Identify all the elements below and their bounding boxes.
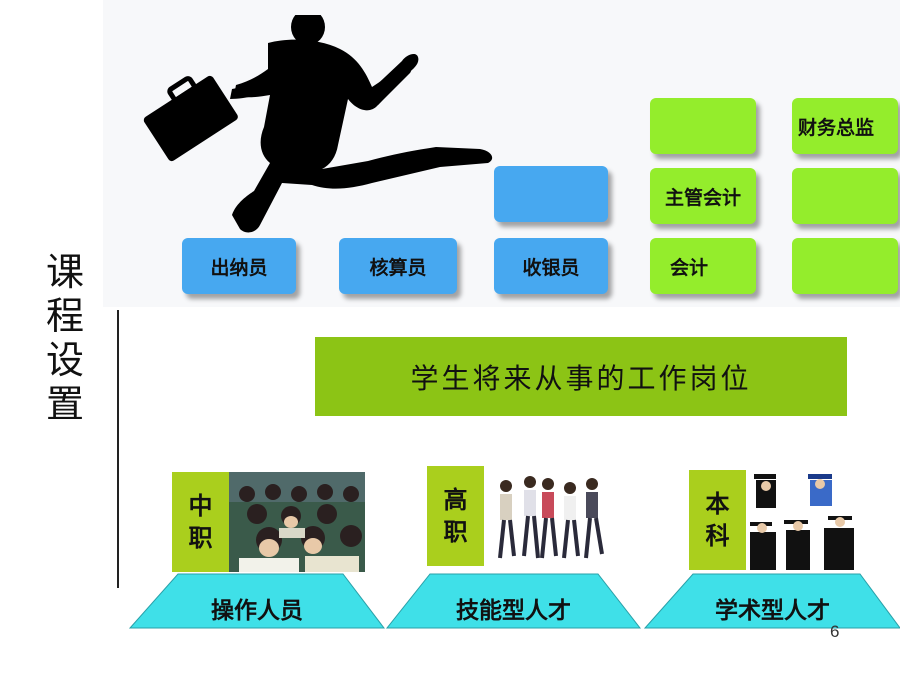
step-chief-accountant-label: 主管会计 (664, 186, 741, 209)
step-teller-label: 收银员 (522, 256, 580, 279)
classroom-photo (229, 472, 365, 572)
step-accountant-calc-label: 核算员 (369, 256, 427, 279)
career-banner: 学生将来从事的工作岗位 (315, 337, 847, 416)
level-tag-higher-vocational: 高 职 (427, 466, 484, 566)
side-title: 课 程 设 置 (45, 250, 84, 426)
graduates-photo (746, 470, 861, 570)
step-teller: 收银员 (494, 238, 608, 294)
trapezoid-skilled (385, 573, 642, 629)
trapezoid-academic (643, 573, 900, 629)
step-green-mid-right (792, 168, 898, 224)
step-chief-accountant: 主管会计 (650, 168, 756, 224)
level-tag-secondary: 中 职 (172, 472, 229, 572)
label-operators: 操作人员 (211, 597, 303, 624)
label-academic-talent: 学术型人才 (715, 597, 830, 624)
step-cashier: 出纳员 (182, 238, 296, 294)
vertical-divider (117, 310, 119, 588)
page-number: 6 (830, 622, 840, 641)
students-running-photo (484, 466, 612, 566)
trapezoid-operators (128, 573, 386, 629)
step-green-top-left (650, 98, 756, 154)
step-accountant-label: 会计 (670, 256, 709, 279)
step-teller-upper (494, 166, 608, 222)
label-skilled-talent: 技能型人才 (456, 597, 571, 624)
step-green-bottom-right (792, 238, 898, 294)
step-finance-director-label: 财务总监 (798, 116, 875, 139)
step-cashier-label: 出纳员 (210, 256, 268, 279)
step-finance-director: 财务总监 (792, 98, 898, 154)
career-banner-text: 学生将来从事的工作岗位 (410, 361, 752, 395)
running-businessman-icon (143, 15, 493, 233)
level-tag-undergraduate: 本 科 (689, 470, 746, 570)
step-accountant-calc: 核算员 (339, 238, 457, 294)
step-accountant: 会计 (650, 238, 756, 294)
